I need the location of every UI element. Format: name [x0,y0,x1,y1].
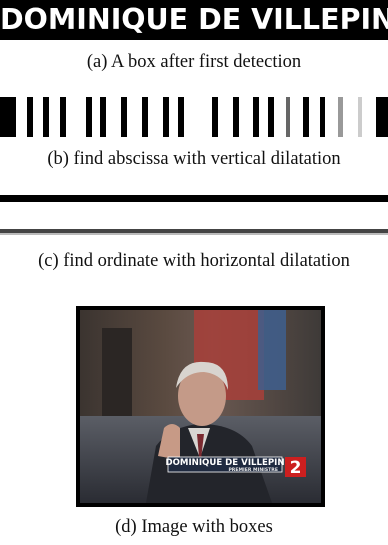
overlay-title: PREMIER MINISTRE [228,467,278,473]
channel-logo: 2 [290,458,302,478]
vertical-dilatation-bars [0,97,388,137]
caption-b: (b) find abscissa with vertical dilatati… [47,149,341,169]
video-frame: DOMINIQUE DE VILLEPIN PREMIER MINISTRE 2 [76,306,325,507]
caption-d: (d) Image with boxes [115,517,273,537]
horizontal-line-bottom [0,229,388,233]
vertical-bar [27,97,33,137]
vertical-bar [163,97,169,137]
horizontal-dilatation-lines [0,195,388,235]
vertical-bar [100,97,106,137]
vertical-bar [142,97,148,137]
vertical-bar [212,97,218,137]
vertical-bar [86,97,92,137]
vertical-bar [320,97,325,137]
overlay-box-outline [167,456,283,473]
vertical-bar [376,97,388,137]
overlay-name: DOMINIQUE DE VILLEPIN [165,458,284,468]
vertical-bar [286,97,290,137]
vertical-bar [338,97,343,137]
vertical-bar [268,97,274,137]
vertical-bar [253,97,259,137]
detected-text-box: DOMINIQUE DE VILLEPIN [0,0,388,40]
vertical-bar [60,97,66,137]
vertical-bar [121,97,127,137]
person-hand [158,424,180,460]
caption-c: (c) find ordinate with horizontal dilata… [38,251,350,271]
caption-a: (a) A box after first detection [86,52,302,72]
overlay-box [168,457,282,472]
vertical-bar [233,97,239,137]
vertical-bar [303,97,309,137]
channel-logo-box [285,457,306,477]
vertical-bar [43,97,49,137]
vertical-bar [0,97,16,137]
horizontal-line-top [0,195,388,202]
detected-text: DOMINIQUE DE VILLEPIN [0,3,388,36]
person-head [178,366,226,426]
vertical-bar [358,97,362,137]
vertical-bar [178,97,184,137]
